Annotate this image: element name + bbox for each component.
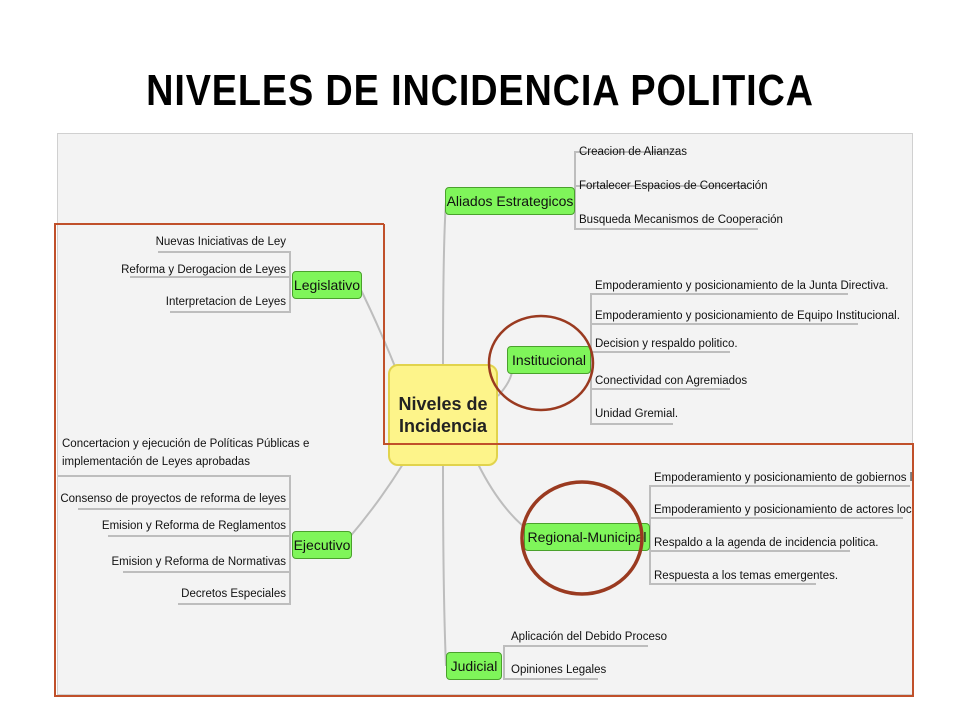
institucional-item: Decision y respaldo politico. [595, 338, 738, 350]
branch-aliados-estrategicos: Aliados Estrategicos [445, 187, 575, 215]
branch-legislativo: Legislativo [292, 271, 362, 299]
aliados-item: Busqueda Mecanismos de Cooperación [579, 214, 783, 226]
connector-ejecutivo [347, 463, 404, 540]
branch-regional-municipal: Regional-Municipal [524, 523, 650, 551]
institucional-item: Conectividad con Agremiados [595, 375, 748, 387]
institucional-item: Empoderamiento y posicionamiento de Equi… [595, 310, 900, 322]
judicial-item: Opiniones Legales [511, 664, 607, 676]
slide-title: NIVELES DE INCIDENCIA POLITICA [146, 66, 814, 115]
mind-map: Niveles de Incidencia Aliados Estrategic… [57, 133, 913, 695]
aliados-item: Creacion de Alianzas [579, 146, 688, 158]
ejecutivo-item: Concertacion y ejecución de Políticas Pú… [62, 438, 310, 450]
ejecutivo-item: Emision y Reforma de Normativas [111, 556, 286, 568]
legislativo-item: Nuevas Iniciativas de Ley [155, 236, 286, 248]
ejecutivo-item: Decretos Especiales [181, 588, 286, 600]
central-node-line-1: Niveles de [398, 394, 488, 414]
ejecutivo-item: Emision y Reforma de Reglamentos [101, 520, 286, 532]
regional-item: Empoderamiento y posicionamiento de gobi… [654, 472, 913, 484]
connector-judicial [442, 465, 447, 667]
regional-item: Respaldo a la agenda de incidencia polit… [654, 537, 879, 549]
highlight-circle-regional [520, 480, 644, 596]
institucional-item: Unidad Gremial. [595, 408, 679, 420]
highlight-outline [54, 223, 914, 697]
legislativo-item: Reforma y Derogacion de Leyes [121, 264, 286, 276]
connector-regional [477, 463, 524, 527]
highlight-circle-institucional [487, 314, 595, 412]
legislativo-item: Interpretacion de Leyes [165, 296, 286, 308]
branch-ejecutivo: Ejecutivo [292, 531, 352, 559]
regional-item: Respuesta a los temas emergentes. [654, 570, 839, 582]
aliados-item: Fortalecer Espacios de Concertación [579, 180, 768, 192]
ejecutivo-item: implementación de Leyes aprobadas [62, 456, 250, 468]
branch-institucional: Institucional [507, 346, 591, 374]
ejecutivo-item: Consenso de proyectos de reforma de leye… [60, 493, 286, 505]
institucional-item: Empoderamiento y posicionamiento de la J… [595, 280, 889, 292]
central-node: Niveles de Incidencia [388, 364, 498, 466]
judicial-item: Aplicación del Debido Proceso [511, 631, 667, 643]
branch-judicial: Judicial [446, 652, 502, 680]
central-node-line-2: Incidencia [398, 416, 488, 436]
regional-item: Empoderamiento y posicionamiento de acto… [654, 504, 913, 516]
